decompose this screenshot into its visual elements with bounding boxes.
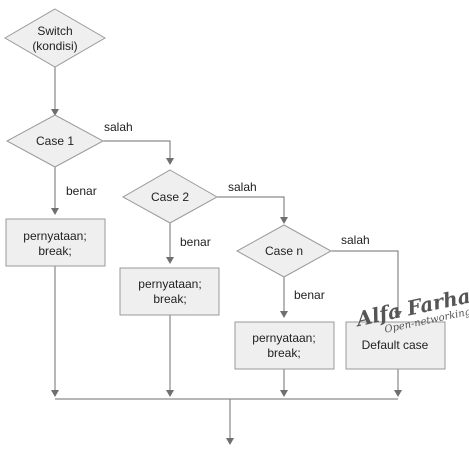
- switch-decision: Switch (kondisi): [4, 8, 106, 68]
- case1-label: Case 1: [36, 134, 74, 148]
- case2-false-label: salah: [228, 180, 257, 194]
- statement-2-line1: pernyataan;: [138, 277, 201, 291]
- default-case-label: Default case: [362, 338, 429, 352]
- statement-1-line1: pernyataan;: [23, 229, 86, 243]
- case2-true-label: benar: [180, 235, 211, 249]
- statement-3-line2: break;: [267, 346, 300, 360]
- statement-box-2: pernyataan; break;: [119, 267, 220, 316]
- statement-box-3-rect: [234, 321, 335, 370]
- casen-label: Case n: [265, 244, 303, 258]
- switch-label-line1: Switch: [37, 24, 72, 38]
- statement-3-line1: pernyataan;: [252, 331, 315, 345]
- statement-box-2-rect: [119, 267, 220, 316]
- switch-label-line2: (kondisi): [32, 39, 77, 53]
- edge-case1-false: [103, 140, 174, 165]
- edge-labels: salah benar salah benar salah benar: [66, 120, 370, 302]
- case2-diamond: [121, 169, 219, 224]
- default-case-rect: [345, 321, 446, 370]
- casen-true-label: benar: [294, 288, 325, 302]
- case2-decision: Case 2: [121, 169, 219, 224]
- default-case-box: Default case: [345, 321, 446, 370]
- statement-box-1-rect: [5, 218, 106, 267]
- statement-box-3: pernyataan; break;: [234, 321, 335, 370]
- case1-decision: Case 1: [5, 114, 105, 168]
- case2-label: Case 2: [151, 190, 189, 204]
- casen-decision: Case n: [235, 224, 333, 278]
- casen-diamond: [235, 224, 333, 278]
- statement-1-line2: break;: [38, 244, 71, 258]
- case1-diamond: [5, 114, 105, 168]
- edge-case2-false: [217, 196, 288, 224]
- edge-casen-false: [331, 250, 402, 318]
- switch-diamond: [4, 8, 106, 68]
- case1-false-label: salah: [104, 120, 133, 134]
- statement-2-line2: break;: [153, 292, 186, 306]
- connectors: [51, 67, 402, 445]
- case1-true-label: benar: [66, 184, 97, 198]
- casen-false-label: salah: [341, 233, 370, 247]
- statement-box-1: pernyataan; break;: [5, 218, 106, 267]
